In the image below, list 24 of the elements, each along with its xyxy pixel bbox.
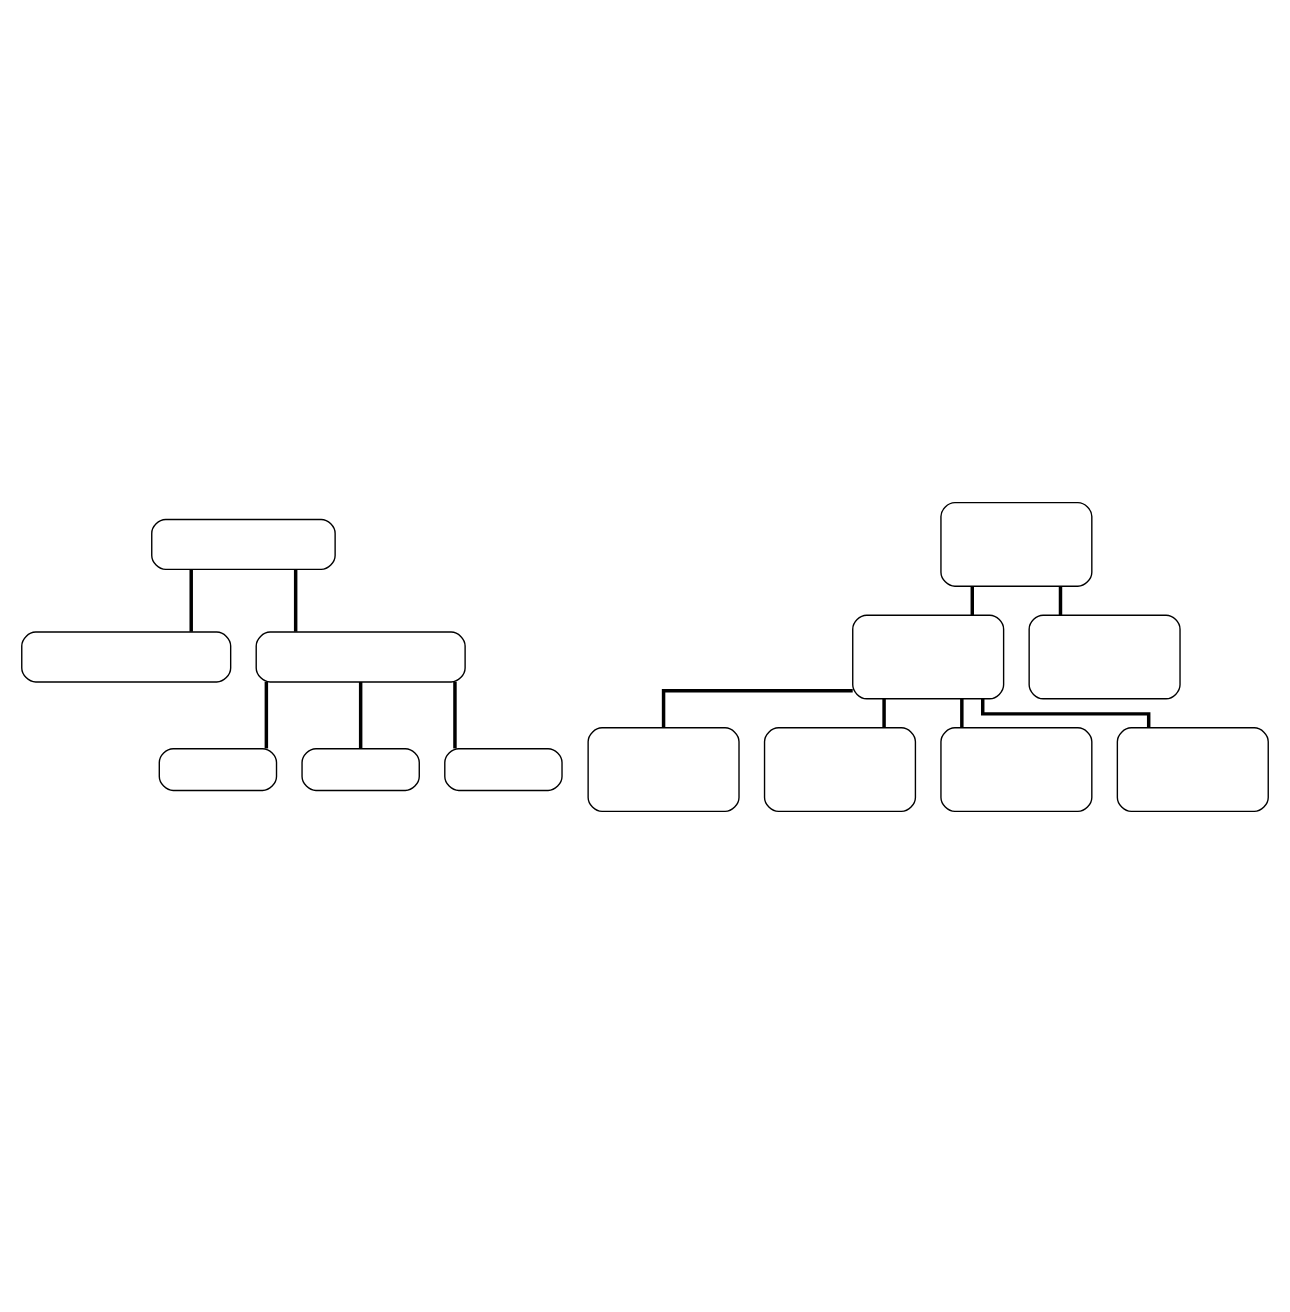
- connector: [264, 681, 269, 748]
- node-box: [940, 726, 1093, 812]
- node-box: [852, 613, 1005, 699]
- node-box: [151, 517, 336, 570]
- connector: [981, 697, 1151, 727]
- node-box: [255, 630, 466, 682]
- node-box: [158, 747, 278, 791]
- connector: [1058, 585, 1063, 615]
- node-box: [587, 726, 740, 812]
- connector: [453, 681, 457, 748]
- node-box: [301, 747, 420, 791]
- connector: [882, 697, 886, 727]
- node-box: [444, 747, 563, 791]
- connector: [189, 568, 193, 631]
- connector: [358, 681, 363, 748]
- connector: [960, 697, 964, 727]
- connector: [661, 687, 853, 727]
- connector: [970, 585, 974, 615]
- node-box: [763, 726, 917, 812]
- node-box: [1116, 726, 1269, 812]
- node-box: [21, 630, 232, 682]
- node-box: [1028, 613, 1181, 699]
- connector: [293, 568, 298, 631]
- node-box: [940, 500, 1093, 586]
